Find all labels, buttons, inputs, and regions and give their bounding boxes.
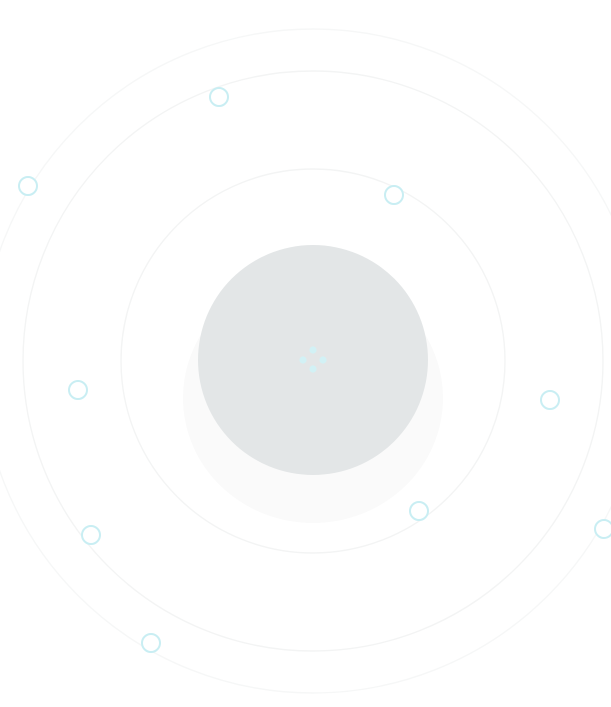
inner-orbit-ring <box>120 168 506 554</box>
orbit-node[interactable] <box>540 390 560 410</box>
orbit-node[interactable] <box>384 185 404 205</box>
outer-orbit-ring <box>0 28 611 694</box>
orbit-node[interactable] <box>68 380 88 400</box>
orbit-node[interactable] <box>18 176 38 196</box>
orbit-node[interactable] <box>209 87 229 107</box>
center-avatar-placeholder <box>198 245 428 475</box>
loading-dots-icon <box>299 346 327 373</box>
orbit-node[interactable] <box>141 633 161 653</box>
middle-orbit-ring <box>22 70 604 652</box>
orbit-node[interactable] <box>409 501 429 521</box>
orbit-node[interactable] <box>594 519 611 539</box>
orbit-node[interactable] <box>81 525 101 545</box>
